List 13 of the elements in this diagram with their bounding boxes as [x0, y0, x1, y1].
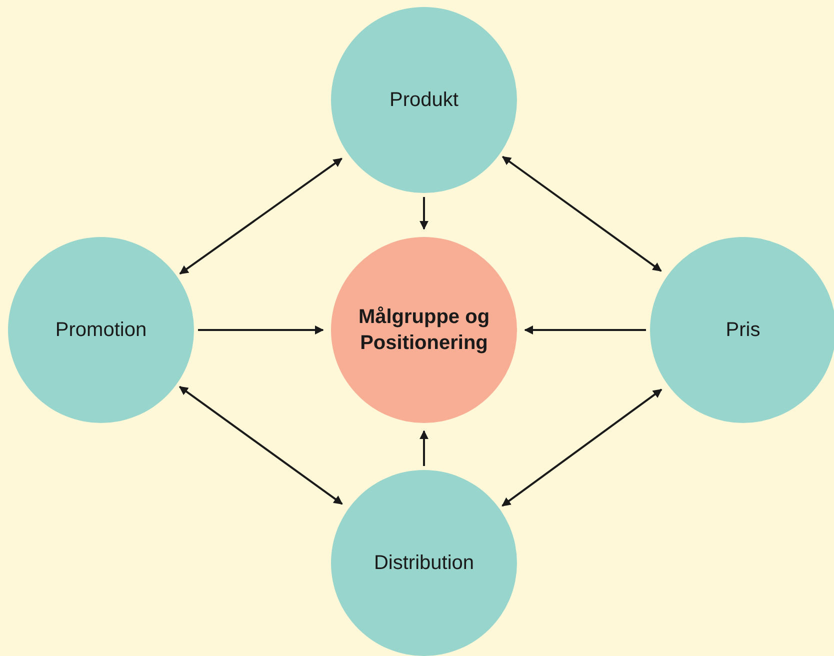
node-label: Målgruppe og Positionering	[357, 305, 491, 356]
arrow	[420, 430, 428, 466]
arrow	[420, 197, 428, 230]
arrow	[502, 388, 662, 507]
arrow	[502, 156, 662, 272]
arrow	[179, 158, 342, 275]
node-label: Promotion	[55, 318, 147, 343]
arrow	[178, 386, 343, 505]
arrow	[198, 326, 324, 334]
arrow	[524, 326, 646, 334]
node-label: Pris	[726, 318, 760, 343]
node-label: Distribution	[374, 551, 474, 576]
node-label: Produkt	[390, 88, 458, 113]
